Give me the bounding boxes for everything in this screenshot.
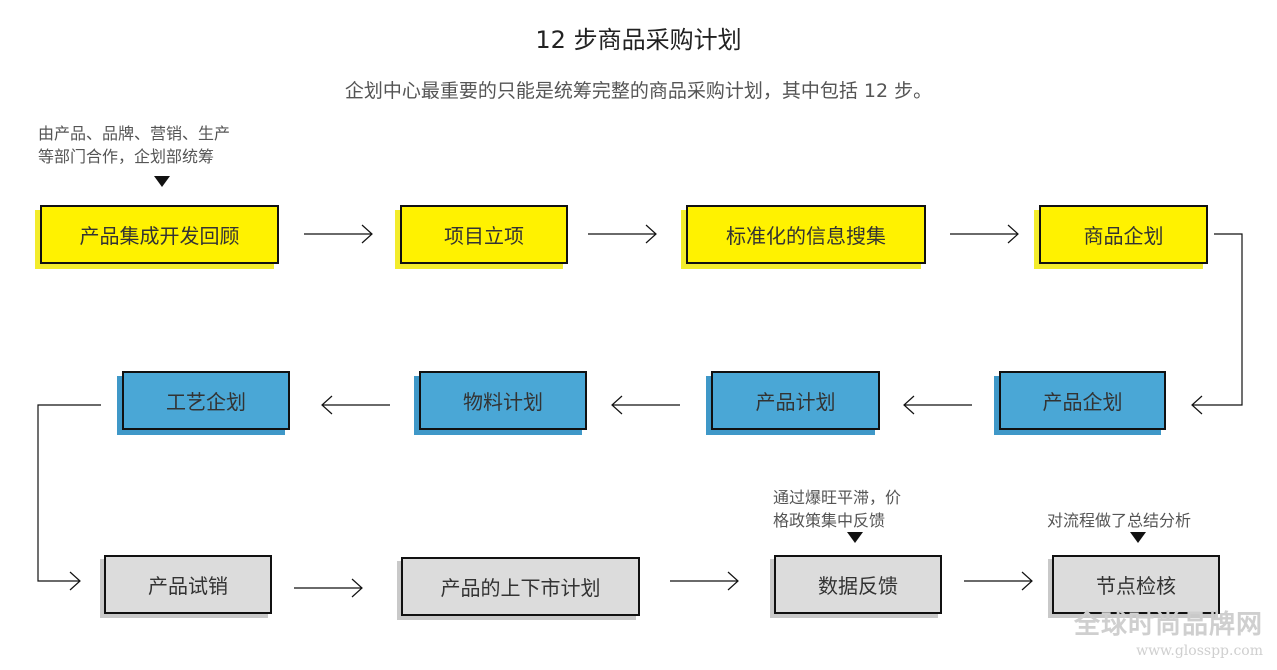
connector-down-right (37, 404, 101, 591)
arrow-left-icon (321, 395, 390, 415)
note-line: 通过爆旺平滞，价 (773, 488, 902, 507)
step-node: 产品集成开发回顾 (40, 205, 279, 264)
note-pointer-icon (847, 532, 863, 543)
step-label: 物料计划 (463, 390, 543, 414)
step-label: 项目立项 (444, 224, 524, 248)
step-label: 节点检核 (1096, 574, 1176, 598)
note-line: 由产品、品牌、营销、生产 (38, 124, 231, 143)
diagram-title: 12 步商品采购计划 (535, 26, 742, 54)
watermark-url: www.glosspp.com (1136, 643, 1263, 659)
arrow-right-icon (964, 571, 1033, 591)
note-pointer-icon (1130, 532, 1146, 543)
step-label: 标准化的信息搜集 (726, 224, 886, 248)
diagram-subtitle: 企划中心最重要的只能是统筹完整的商品采购计划，其中包括 12 步。 (344, 80, 933, 102)
step-node: 数据反馈 (774, 555, 942, 614)
note-feedback: 通过爆旺平滞，价 格政策集中反馈 (773, 486, 901, 532)
step-label: 商品企划 (1083, 224, 1164, 248)
step-label: 产品试销 (148, 574, 228, 598)
step-node: 项目立项 (400, 205, 568, 264)
step-label: 产品计划 (755, 390, 836, 414)
arrow-right-icon (588, 224, 657, 244)
note-pointer-icon (154, 176, 170, 187)
arrow-left-icon (611, 395, 680, 415)
connector-down-left (1191, 233, 1243, 415)
arrow-right-icon (304, 224, 373, 244)
step-node: 商品企划 (1039, 205, 1208, 264)
step-node: 产品计划 (711, 371, 880, 430)
note-line: 对流程做了总结分析 (1047, 511, 1192, 530)
note-line: 等部门合作，企划部统筹 (38, 147, 215, 166)
step-node: 工艺企划 (122, 371, 290, 430)
step-label: 数据反馈 (818, 574, 898, 598)
step-node: 标准化的信息搜集 (686, 205, 926, 264)
step-node: 产品企划 (999, 371, 1166, 430)
arrow-right-icon (670, 571, 739, 591)
watermark-title: 全球时尚品牌网 (1073, 610, 1263, 640)
step-label: 产品企划 (1042, 390, 1123, 414)
note-collaboration: 由产品、品牌、营销、生产 等部门合作，企划部统筹 (38, 122, 230, 168)
step-node: 产品试销 (104, 555, 272, 614)
arrow-right-icon (294, 578, 363, 598)
step-label: 产品集成开发回顾 (79, 224, 240, 248)
step-node: 节点检核 (1052, 555, 1220, 614)
step-label: 产品的上下市计划 (440, 576, 601, 600)
step-label: 工艺企划 (166, 390, 246, 414)
step-node: 产品的上下市计划 (401, 557, 640, 616)
note-summary: 对流程做了总结分析 (1047, 509, 1191, 532)
arrow-left-icon (903, 395, 972, 415)
step-node: 物料计划 (419, 371, 587, 430)
note-line: 格政策集中反馈 (773, 511, 886, 530)
arrow-right-icon (950, 224, 1019, 244)
watermark-logo: 全球时尚品牌网 www.glosspp.com (1074, 604, 1263, 659)
